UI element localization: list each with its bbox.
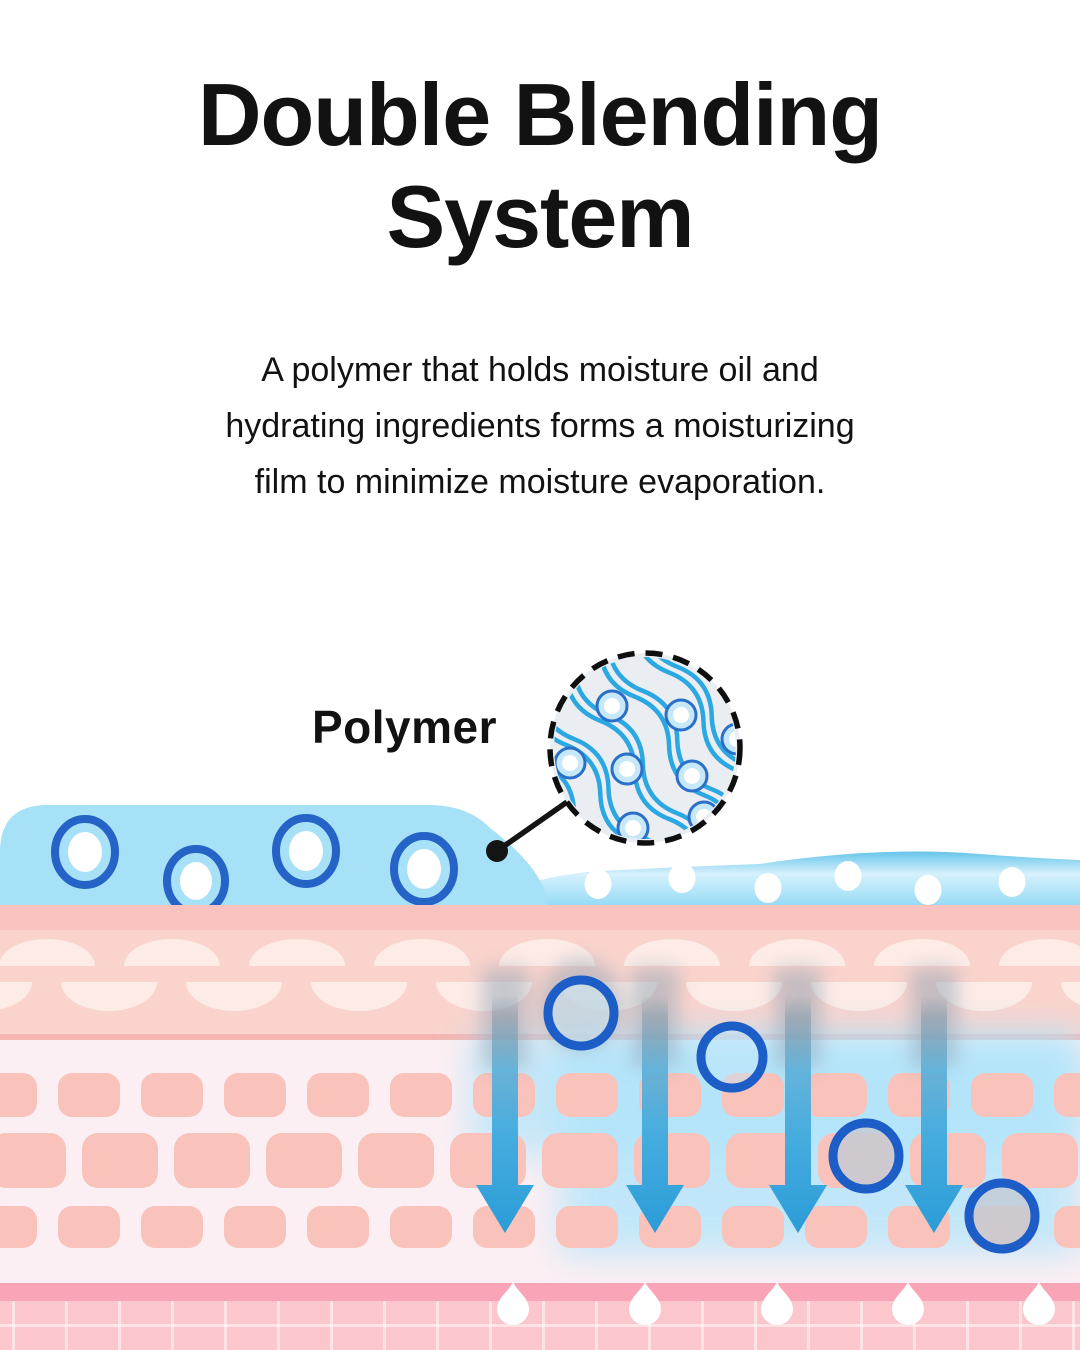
moisture-dot [754, 873, 782, 903]
cell-row-a [0, 1073, 1080, 1117]
polymer-label: Polymer [312, 701, 498, 753]
water-droplet [761, 1282, 793, 1325]
skin-granular-layer [0, 930, 1080, 1040]
dome-row [0, 938, 1080, 966]
surface-film [520, 851, 1080, 905]
moisture-dot [914, 875, 942, 905]
water-droplet [497, 1282, 529, 1325]
film-moisture-bubble [272, 814, 340, 888]
moisture-dot [834, 861, 862, 891]
film-moisture-bubble [390, 832, 458, 906]
cell-row-b [0, 1133, 1080, 1188]
skin-band [0, 905, 1080, 930]
water-droplet [629, 1282, 661, 1325]
water-droplet [1023, 1282, 1055, 1325]
moisture-dot [998, 867, 1026, 897]
skin-moisture-bubbles [543, 975, 1040, 1254]
moisture-bubble [828, 1118, 904, 1194]
page-title-line2: System [386, 167, 694, 266]
water-droplet [892, 1282, 924, 1325]
page-title-line1: Double Blending [197, 65, 883, 164]
absorption-arrow [905, 995, 963, 1233]
pointer-dot [486, 840, 508, 862]
description-line: A polymer that holds moisture oil and [261, 351, 819, 389]
moisture-bubble [964, 1178, 1040, 1254]
polymer-pattern [554, 657, 736, 839]
moisture-bubble [543, 975, 619, 1051]
page-title: Double Blending System [0, 64, 1080, 268]
absorption-arrow [626, 995, 684, 1233]
film-moisture-bubbles [51, 814, 458, 917]
polymer-film-layer [0, 805, 548, 917]
moisture-dot [584, 869, 612, 899]
absorption-arrows [476, 995, 963, 1233]
surface-moisture-dots [584, 861, 1026, 905]
basal-band [0, 1283, 1080, 1301]
absorption-arrow [476, 995, 534, 1233]
moisture-dot [668, 863, 696, 893]
film-moisture-bubble [51, 815, 119, 889]
skin-diagram-svg [0, 650, 1080, 1350]
description-text: A polymer that holds moisture oil and hy… [110, 342, 970, 510]
magnifier-circle [547, 650, 743, 846]
description-line: hydrating ingredients forms a moisturizi… [225, 407, 855, 445]
water-droplets [497, 1282, 1055, 1325]
pointer-line [486, 799, 570, 862]
description-line: film to minimize moisture evaporation. [254, 463, 826, 501]
cell-row-c [0, 1206, 1080, 1248]
moisture-bubble [696, 1021, 768, 1093]
absorption-arrow [769, 995, 827, 1233]
